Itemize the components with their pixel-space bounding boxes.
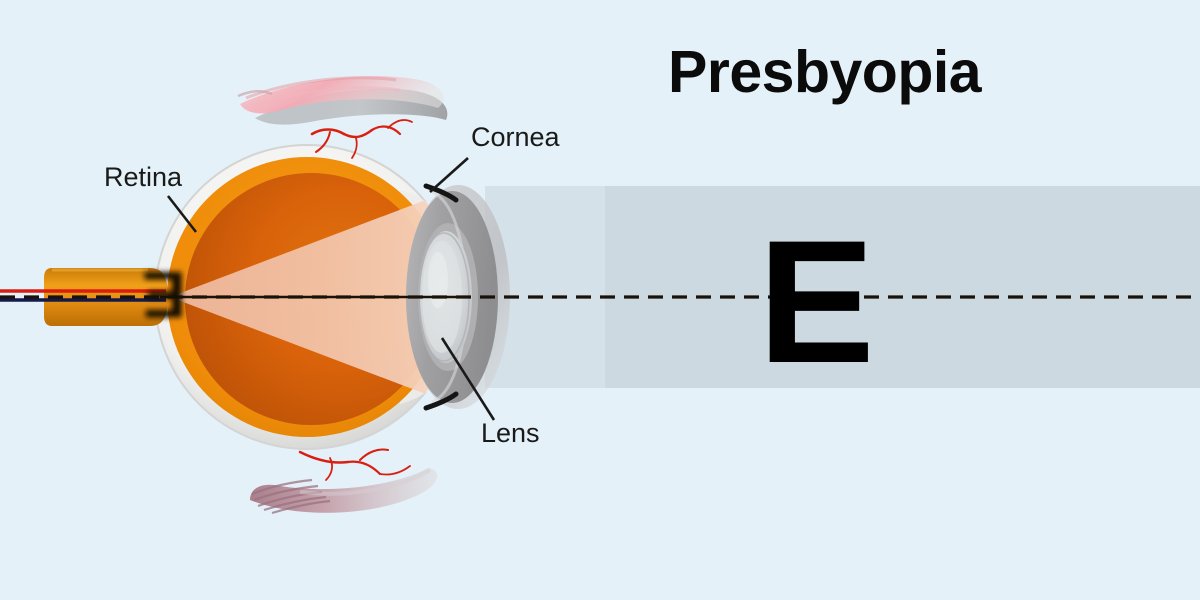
label-cornea: Cornea [471,122,560,152]
extraocular-muscle-superior [237,76,448,125]
vision-light-band [485,186,1200,388]
label-lens: Lens [481,418,540,448]
lens-leader-line [440,337,496,421]
svg-text:E: E [142,258,186,332]
optotype-E: E [758,205,875,400]
retinal-image-E: E [142,258,186,332]
page-title: Presbyopia [668,39,982,105]
cornea-leader-line [429,157,469,193]
label-retina: Retina [104,162,183,192]
extraocular-muscle-inferior [250,468,438,515]
retina-leader-line [166,195,198,233]
blood-vessels [298,119,413,481]
